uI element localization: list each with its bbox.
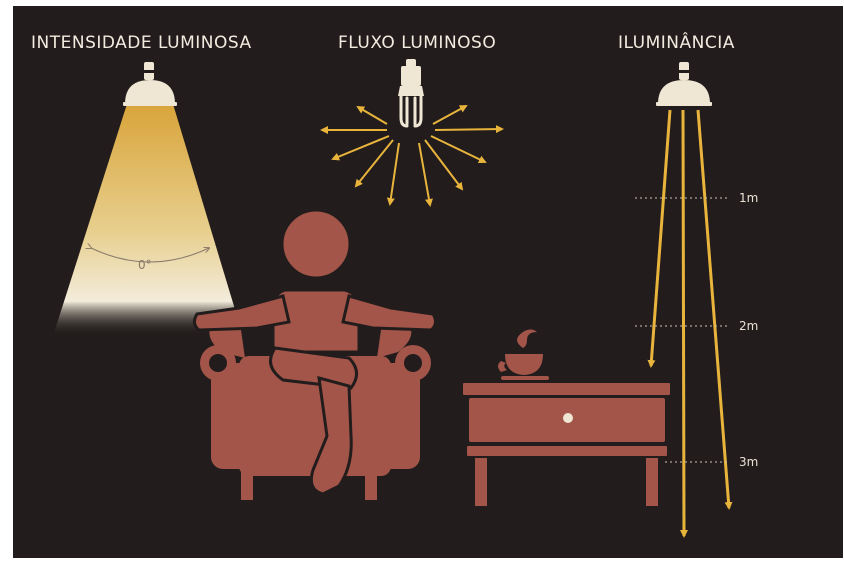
armchair-person-icon [194,210,435,500]
side-table-icon [463,383,670,506]
light-cone [53,104,243,336]
illuminance-rays [651,110,729,536]
pendant-lamp-icon [656,62,712,106]
flux-rays [322,106,502,205]
coffee-cup-icon [498,330,549,381]
infographic-frame: INTENSIDADE LUMINOSA FLUXO LUMINOSO ILUM… [13,6,843,558]
title-flux: FLUXO LUMINOSO [338,33,496,53]
light-bulb-icon [398,59,424,126]
title-intensity: INTENSIDADE LUMINOSA [31,33,252,53]
distance-label-1m: 1m [739,191,758,205]
illustration [13,6,843,558]
pendant-lamp-icon [123,62,177,106]
title-illuminance: ILUMINÂNCIA [618,33,735,53]
angle-label: 0° [138,258,152,272]
distance-label-2m: 2m [739,319,758,333]
distance-label-3m: 3m [739,455,758,469]
drawer-knob [563,413,573,423]
